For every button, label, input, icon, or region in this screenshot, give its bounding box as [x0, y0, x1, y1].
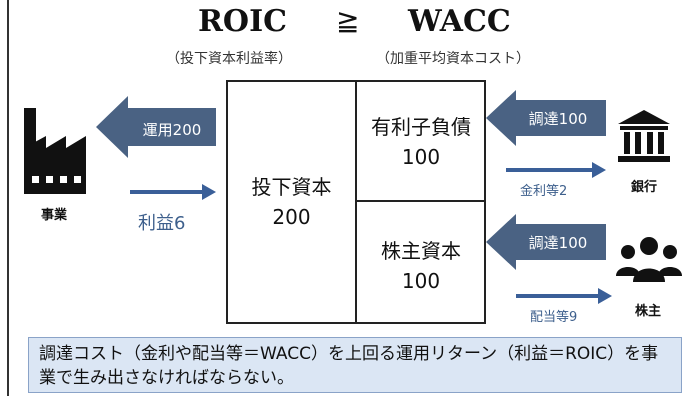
roic-subtitle: （投下資本利益率） — [166, 51, 292, 67]
invest-arrow-left — [96, 96, 216, 158]
bank-return-arrow-right — [506, 162, 606, 178]
debt-label: 有利子負債 — [371, 115, 471, 139]
invested-capital-cell: 投下資本 200 — [228, 172, 355, 232]
conclusion-note: 調達コスト（金利や配当等＝WACC）を上回る運用リターン（利益＝ROIC）を事業… — [28, 337, 682, 393]
profit-arrow-label: 利益6 — [138, 213, 186, 234]
bank-icon — [618, 110, 670, 162]
factory-icon — [24, 108, 86, 194]
equity-value: 100 — [401, 269, 441, 293]
equity-cell: 株主資本 100 — [357, 236, 485, 296]
conclusion-note-text: 調達コスト（金利や配当等＝WACC）を上回る運用リターン（利益＝ROIC）を事業… — [39, 344, 659, 388]
shareholder-return-arrow-label: 配当等9 — [530, 310, 578, 325]
title-formula: ROIC ≧ WACC — [198, 4, 568, 44]
shareholder-label: 株主 — [634, 304, 661, 319]
debt-cell: 有利子負債 100 — [357, 112, 485, 172]
shareholder-return-arrow-right — [516, 288, 612, 304]
profit-arrow-right — [130, 184, 216, 200]
invested-capital-value: 200 — [272, 205, 311, 229]
balance-divider-vertical — [355, 80, 357, 324]
invest-arrow-label: 運用200 — [142, 121, 202, 139]
balance-divider-horizontal — [356, 200, 486, 202]
bank-raise-arrow-left — [486, 90, 606, 146]
debt-value: 100 — [401, 145, 441, 169]
wacc-subtitle: （加重平均資本コスト） — [376, 51, 530, 67]
shareholder-raise-arrow-left — [486, 214, 606, 270]
title-roic: ROIC — [198, 4, 287, 39]
title-operator: ≧ — [336, 4, 360, 37]
left-border-rule — [7, 0, 9, 396]
shareholder-raise-arrow-label: 調達100 — [528, 234, 588, 252]
bank-raise-arrow-label: 調達100 — [528, 110, 588, 128]
shareholders-icon — [616, 237, 682, 282]
bank-label: 銀行 — [630, 180, 657, 195]
bank-return-arrow-label: 金利等2 — [520, 184, 568, 199]
business-label: 事業 — [40, 208, 67, 223]
equity-label: 株主資本 — [381, 239, 461, 263]
title-wacc: WACC — [408, 4, 511, 39]
invested-capital-label: 投下資本 — [251, 175, 332, 199]
